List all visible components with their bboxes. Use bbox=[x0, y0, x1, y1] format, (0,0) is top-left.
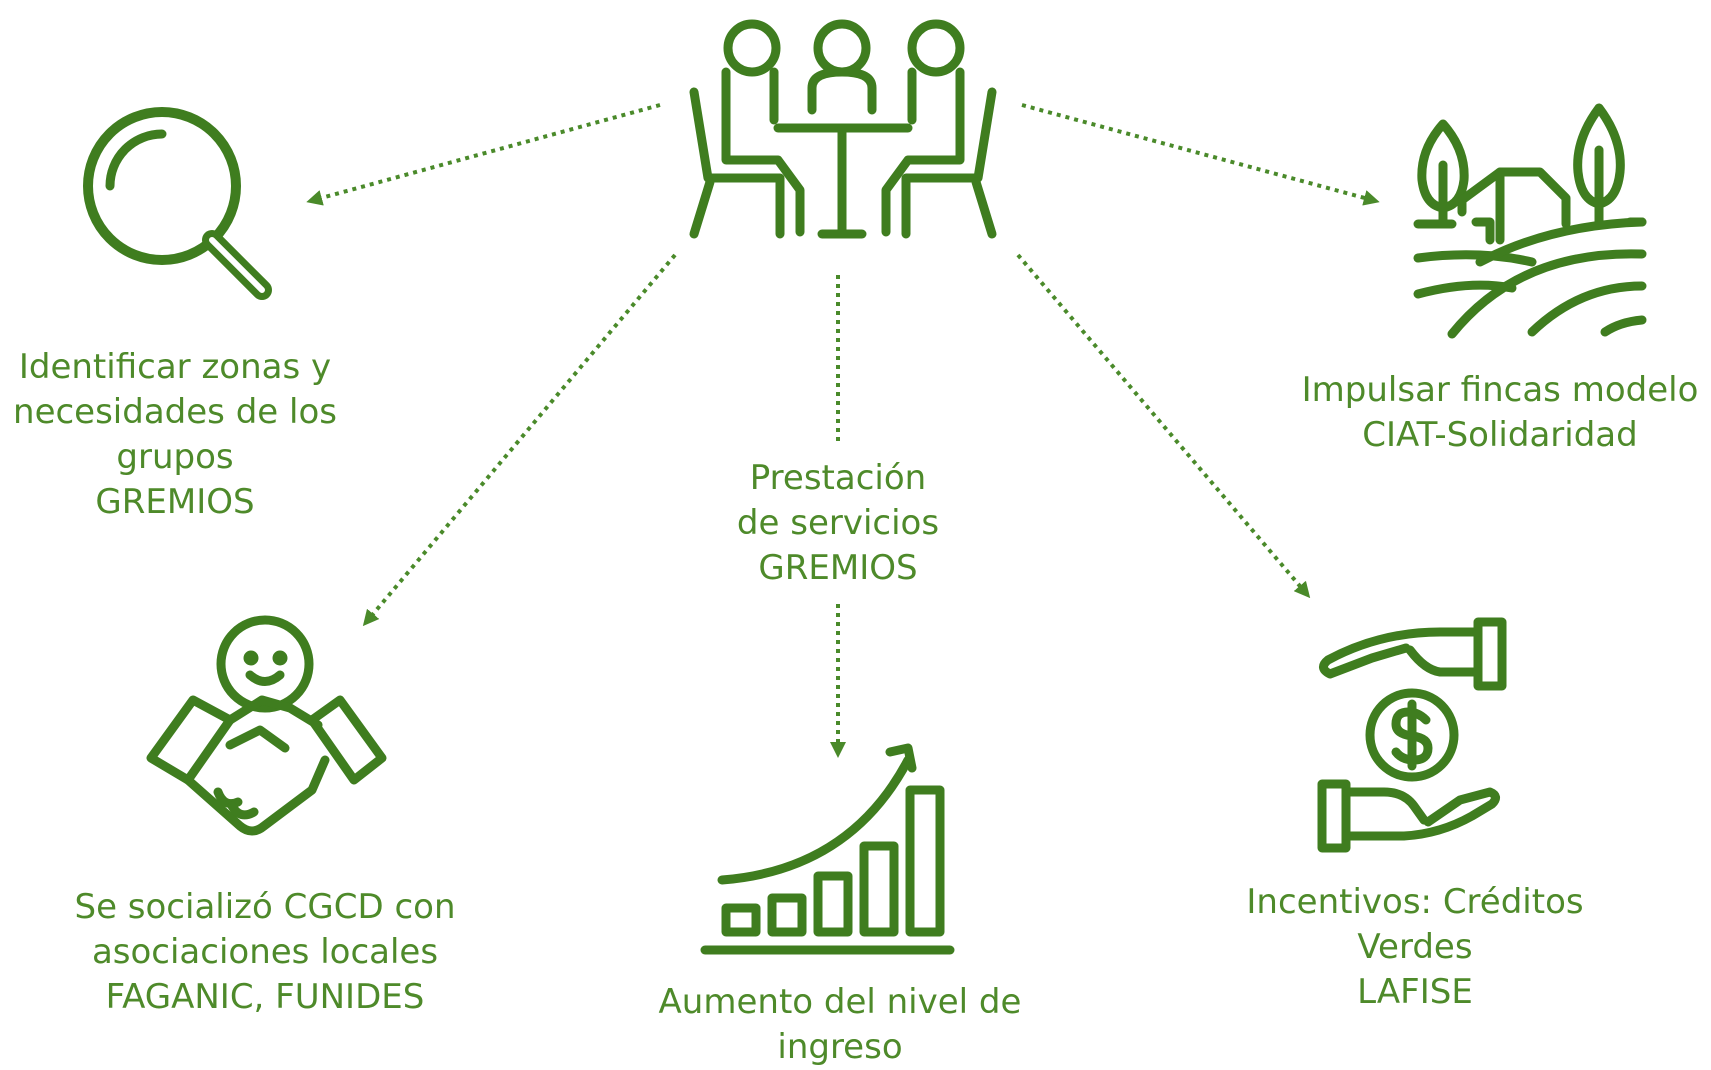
label-income-line-2: ingreso bbox=[777, 1027, 903, 1067]
label-services: Prestación de servicios GREMIOS bbox=[688, 456, 988, 591]
connector-to-farms bbox=[1021, 103, 1380, 206]
label-services-line-1: Prestación bbox=[749, 458, 927, 498]
label-farms-line-1: Impulsar fincas modelo bbox=[1301, 370, 1699, 410]
label-incentives: Incentivos: Créditos Verdes LAFISE bbox=[1210, 880, 1620, 1015]
connector-to-incentives bbox=[1016, 253, 1311, 599]
connector-to-socialized bbox=[362, 253, 677, 627]
label-socialized-line-1: Se socializó CGCD con bbox=[74, 887, 456, 927]
label-farms: Impulsar fincas modelo CIAT-Solidaridad bbox=[1300, 368, 1700, 458]
growth-bar-chart-icon bbox=[700, 743, 955, 955]
label-services-line-2: de servicios bbox=[736, 503, 940, 543]
label-identify-line-1: Identificar zonas y bbox=[18, 347, 332, 387]
label-socialized: Se socializó CGCD con asociaciones local… bbox=[50, 885, 480, 1020]
handshake-person-icon bbox=[146, 615, 387, 836]
label-incentives-line-2: Verdes bbox=[1357, 927, 1473, 967]
label-farms-line-2: CIAT-Solidaridad bbox=[1362, 415, 1638, 455]
label-identify-line-4: GREMIOS bbox=[95, 482, 255, 522]
magnifying-glass-icon bbox=[83, 107, 272, 300]
meeting-table-people-icon bbox=[689, 19, 997, 239]
label-incentives-line-1: Incentivos: Créditos bbox=[1246, 882, 1584, 922]
hands-money-icon bbox=[1317, 617, 1507, 853]
label-identify: Identificar zonas y necesidades de los g… bbox=[0, 345, 350, 525]
label-identify-line-2: necesidades de los bbox=[13, 392, 337, 432]
connector-to-identify bbox=[306, 103, 661, 206]
label-incentives-line-3: LAFISE bbox=[1357, 972, 1473, 1012]
label-socialized-line-3: FAGANIC, FUNIDES bbox=[105, 977, 425, 1017]
label-income-line-1: Aumento del nivel de bbox=[658, 982, 1022, 1022]
farm-landscape-icon bbox=[1413, 103, 1647, 339]
connectors bbox=[306, 103, 1380, 758]
label-socialized-line-2: asociaciones locales bbox=[91, 932, 439, 972]
label-identify-line-3: grupos bbox=[116, 437, 234, 477]
label-services-line-3: GREMIOS bbox=[758, 548, 918, 588]
label-income: Aumento del nivel de ingreso bbox=[640, 980, 1040, 1070]
